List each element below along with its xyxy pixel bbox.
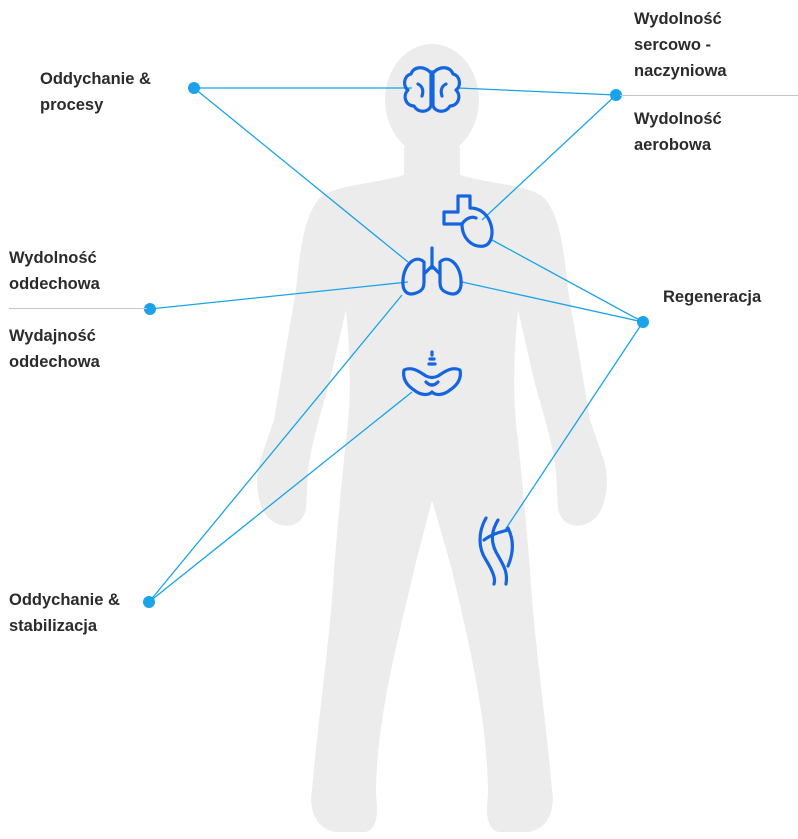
label-line: Wydajność	[9, 323, 100, 349]
label-line: Wydolność	[634, 6, 727, 32]
label-line: aerobowa	[634, 132, 722, 158]
label-line: oddechowa	[9, 271, 100, 297]
human-silhouette	[257, 44, 607, 832]
line-heart-cardio	[482, 95, 616, 220]
label-line: naczyniowa	[634, 58, 727, 84]
label-wydolnosc-aerobowa: Wydolność aerobowa	[634, 106, 722, 158]
line-procesy-lungs	[194, 88, 408, 262]
label-line: Oddychanie &	[9, 587, 120, 613]
dot-regeneracja	[637, 316, 649, 328]
label-line: oddechowa	[9, 349, 100, 375]
separator-right	[620, 95, 798, 96]
dot-oddechowa	[144, 303, 156, 315]
separator-left	[9, 308, 147, 309]
dot-procesy	[188, 82, 200, 94]
label-oddychanie-stabilizacja: Oddychanie & stabilizacja	[9, 587, 120, 639]
dot-stabilizacja	[143, 596, 155, 608]
label-line: Regeneracja	[663, 284, 761, 310]
label-line: procesy	[40, 92, 151, 118]
label-line: Wydolność	[634, 106, 722, 132]
label-line: sercowo -	[634, 32, 727, 58]
label-oddychanie-procesy: Oddychanie & procesy	[40, 66, 151, 118]
label-line: Oddychanie &	[40, 66, 151, 92]
line-brain-cardio	[458, 88, 616, 95]
label-regeneracja: Regeneracja	[663, 284, 761, 310]
label-wydolnosc-oddechowa: Wydolność oddechowa	[9, 245, 100, 297]
label-line: Wydolność	[9, 245, 100, 271]
label-wydolnosc-sercowo: Wydolność sercowo - naczyniowa	[634, 6, 727, 84]
label-line: stabilizacja	[9, 613, 120, 639]
label-wydajnosc-oddechowa: Wydajność oddechowa	[9, 323, 100, 375]
